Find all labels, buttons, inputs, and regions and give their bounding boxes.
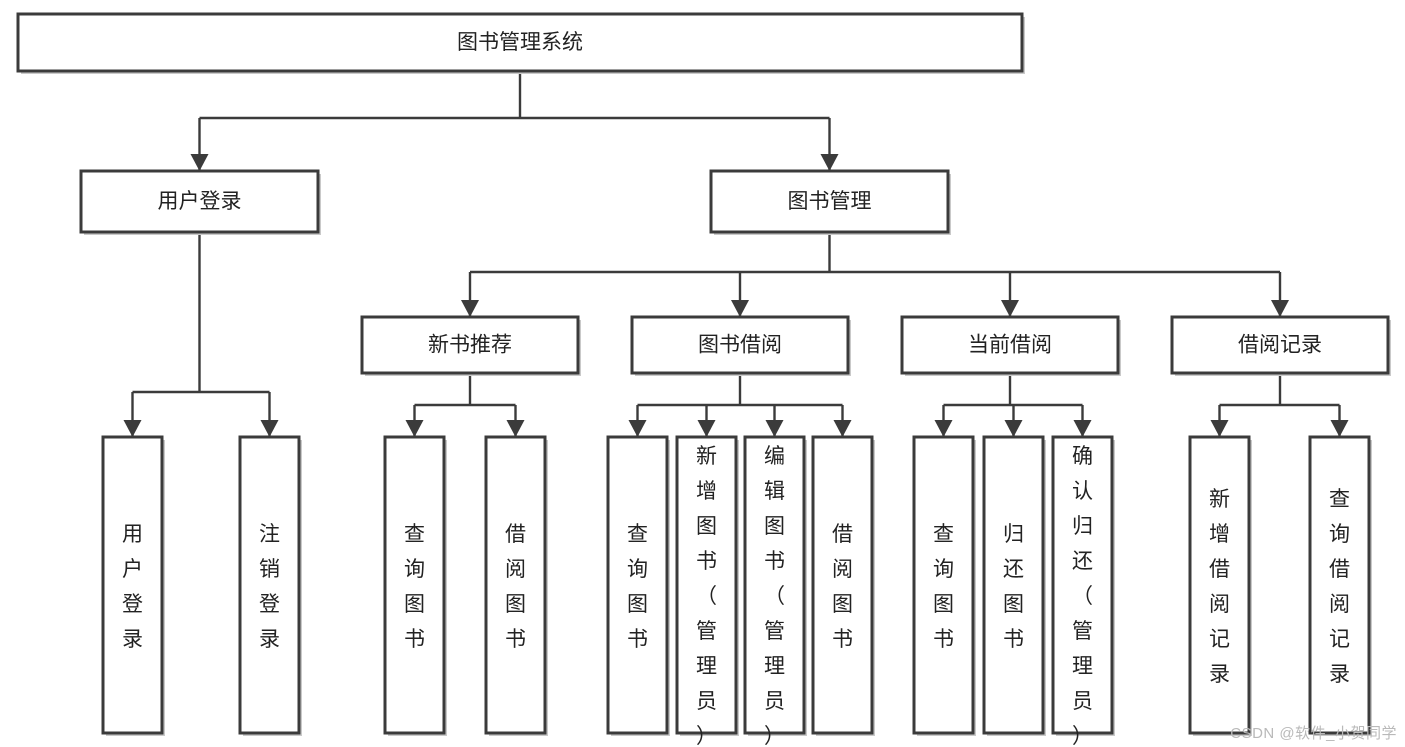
- node-label: 图书借阅: [698, 334, 782, 357]
- node-label: 借阅记录: [1238, 334, 1322, 357]
- node-label: 借阅图书: [505, 523, 526, 651]
- node-label: 当前借阅: [968, 334, 1052, 357]
- edge-group: [934, 373, 1092, 437]
- node-label: 查询图书: [404, 523, 425, 651]
- arrow-head-icon: [190, 154, 209, 171]
- arrow-head-icon: [934, 420, 953, 437]
- arrow-head-icon: [697, 420, 716, 437]
- node-label: 新增借阅记录: [1209, 488, 1230, 686]
- node-leaf-leaf-user-login[interactable]: 用户登录: [101, 435, 165, 736]
- node-leaf-leaf-query-book-3[interactable]: 查询图书: [912, 435, 976, 736]
- node-label: 新增图书（管理员）: [696, 445, 717, 747]
- arrow-head-icon: [833, 420, 852, 437]
- arrow-head-icon: [1330, 420, 1349, 437]
- node-leaf-leaf-borrow-book-1[interactable]: 借阅图书: [484, 435, 548, 736]
- edge-group: [628, 373, 852, 437]
- arrow-head-icon: [461, 300, 479, 317]
- node-leaf-leaf-add-book-admin[interactable]: 新增图书（管理员）: [675, 435, 739, 747]
- node-label: 编辑图书（管理员）: [764, 445, 785, 747]
- node-leaf-leaf-confirm-return-admin[interactable]: 确认归还（管理员）: [1051, 435, 1115, 747]
- node-level3-current-borrow[interactable]: 当前借阅: [900, 315, 1121, 376]
- arrow-head-icon: [1001, 300, 1019, 317]
- node-label: 归还图书: [1003, 523, 1024, 651]
- arrow-head-icon: [1004, 420, 1023, 437]
- node-leaf-leaf-return-book[interactable]: 归还图书: [982, 435, 1046, 736]
- watermark-text: CSDN @软件_小贺同学: [1230, 725, 1397, 742]
- arrow-head-icon: [628, 420, 647, 437]
- node-level3-new-book-rec[interactable]: 新书推荐: [360, 315, 581, 376]
- arrow-head-icon: [1210, 420, 1229, 437]
- arrow-head-icon: [1271, 300, 1289, 317]
- node-label: 查询图书: [933, 523, 954, 651]
- node-leaf-leaf-borrow-book-2[interactable]: 借阅图书: [811, 435, 875, 736]
- node-level2-user-login[interactable]: 用户登录: [79, 169, 321, 235]
- node-label: 图书管理: [788, 190, 872, 213]
- edges-layer: [123, 71, 1349, 437]
- node-root[interactable]: 图书管理系统: [16, 12, 1025, 74]
- node-label: 确认归还（管理员）: [1072, 445, 1093, 747]
- arrow-head-icon: [123, 420, 142, 437]
- node-leaf-leaf-user-logout[interactable]: 注销登录: [238, 435, 302, 736]
- arrow-head-icon: [820, 154, 839, 171]
- node-level3-book-borrow[interactable]: 图书借阅: [630, 315, 851, 376]
- edge-group: [190, 71, 839, 171]
- node-label: 用户登录: [122, 523, 143, 651]
- arrow-head-icon: [731, 300, 749, 317]
- node-leaf-leaf-query-borrow-record[interactable]: 查询借阅记录: [1308, 435, 1372, 736]
- arrow-head-icon: [1073, 420, 1092, 437]
- node-level2-book-manage[interactable]: 图书管理: [709, 169, 951, 235]
- node-label: 图书管理系统: [457, 31, 583, 54]
- node-label: 查询图书: [627, 523, 648, 651]
- node-label: 借阅图书: [832, 523, 853, 651]
- edge-group: [1210, 373, 1349, 437]
- node-leaf-leaf-query-book-1[interactable]: 查询图书: [383, 435, 447, 736]
- node-level3-borrow-record[interactable]: 借阅记录: [1170, 315, 1391, 376]
- arrow-head-icon: [260, 420, 279, 437]
- arrow-head-icon: [506, 420, 525, 437]
- node-label: 注销登录: [259, 523, 280, 651]
- node-label: 用户登录: [158, 190, 242, 213]
- node-label: 查询借阅记录: [1329, 488, 1350, 686]
- node-leaf-leaf-edit-book-admin[interactable]: 编辑图书（管理员）: [743, 435, 807, 747]
- nodes-layer: 图书管理系统用户登录图书管理新书推荐图书借阅当前借阅借阅记录用户登录注销登录查询…: [16, 12, 1391, 747]
- node-leaf-leaf-query-book-2[interactable]: 查询图书: [606, 435, 670, 736]
- node-leaf-leaf-add-borrow-record[interactable]: 新增借阅记录: [1188, 435, 1252, 736]
- edge-group: [405, 373, 525, 437]
- node-label: 新书推荐: [428, 334, 512, 357]
- edge-group: [461, 232, 1289, 317]
- arrow-head-icon: [405, 420, 424, 437]
- arrow-head-icon: [765, 420, 784, 437]
- edge-group: [123, 232, 279, 437]
